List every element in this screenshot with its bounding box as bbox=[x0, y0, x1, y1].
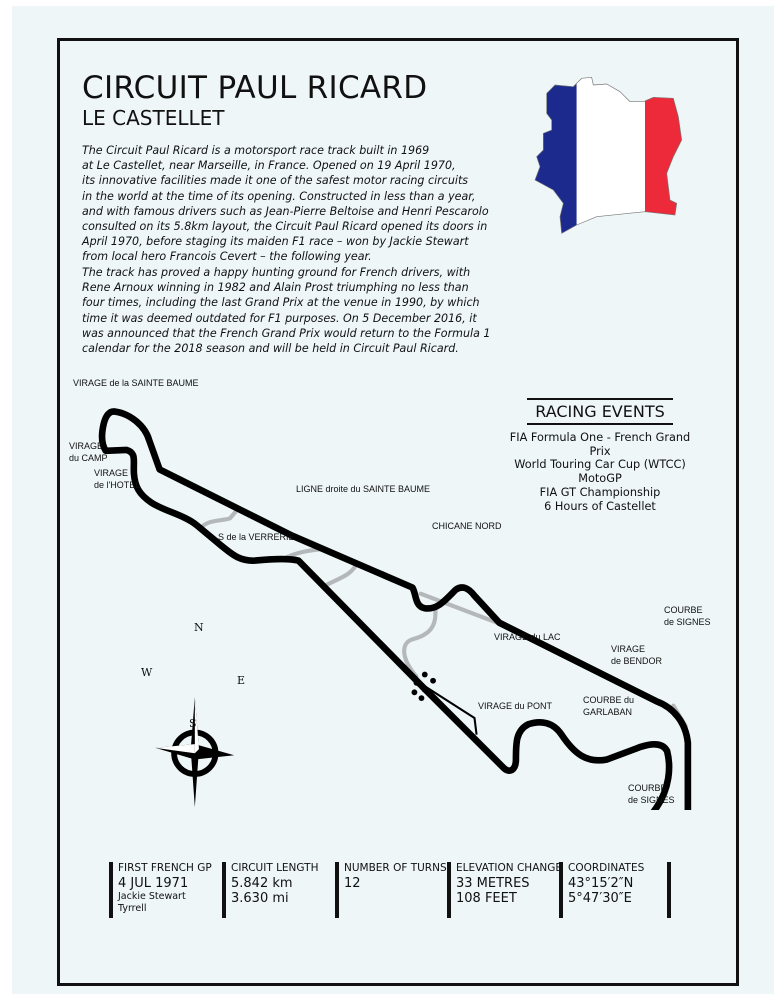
corner-label-pont: VIRAGE du PONT bbox=[478, 701, 553, 711]
stat-heading: ELEVATION CHANGE bbox=[456, 862, 562, 874]
racing-event-item: MotoGP bbox=[578, 472, 622, 486]
compass-rose-icon bbox=[155, 697, 235, 808]
racing-event-item: FIA GT Championship bbox=[539, 485, 661, 499]
flag-red-stripe bbox=[645, 77, 682, 234]
compass-north-label: N bbox=[194, 621, 204, 634]
stat-heading: NUMBER OF TURNS bbox=[344, 862, 447, 874]
corner-label-line: de SIGNES bbox=[628, 794, 675, 805]
stats-end-divider bbox=[667, 862, 671, 918]
corner-label-line: du CAMP bbox=[69, 452, 108, 463]
stat-elevation-change: ELEVATION CHANGE 33 METRES 108 FEET bbox=[447, 862, 562, 918]
poster-frame bbox=[57, 38, 739, 986]
corner-label-line: VIRAGE bbox=[69, 441, 104, 451]
corner-label-line: de BENDOR bbox=[611, 655, 663, 666]
corner-label-line: VIRAGE bbox=[611, 644, 646, 654]
circuit-track bbox=[98, 408, 692, 810]
racing-event-item: FIA Formula One - French Grand Prix bbox=[509, 431, 691, 458]
stat-circuit-length: CIRCUIT LENGTH 5.842 km 3.630 mi bbox=[222, 862, 318, 918]
flag-white-stripe bbox=[576, 77, 645, 234]
checkered-flag-icon bbox=[411, 671, 436, 702]
racing-event-item: 6 Hours of Castellet bbox=[544, 499, 656, 513]
corner-label-sainte-baume: VIRAGE de la SAINTE BAUME bbox=[73, 378, 199, 388]
corner-label-line: VIRAGE bbox=[94, 468, 129, 478]
france-flag-map-icon bbox=[534, 76, 683, 234]
stat-value: 108 FEET bbox=[456, 891, 517, 906]
corner-label-line: de l'HOTEL bbox=[94, 479, 141, 490]
stat-value: 4 JUL 1971 bbox=[118, 876, 189, 891]
flag-blue-stripe bbox=[535, 77, 577, 234]
stat-value: 12 bbox=[344, 876, 361, 891]
corner-label-line: GARLABAN bbox=[583, 706, 633, 717]
pit-lane bbox=[422, 684, 478, 735]
page-subtitle: LE CASTELLET bbox=[82, 106, 225, 130]
stat-heading: COORDINATES bbox=[568, 862, 645, 874]
corner-label-lac: VIRAGE du LAC bbox=[494, 632, 561, 642]
description-paragraph-1: The Circuit Paul Ricard is a motorsport … bbox=[82, 144, 489, 264]
stat-value: 5.842 km bbox=[231, 876, 293, 891]
corner-label-line: COURBE du bbox=[583, 695, 635, 705]
description-paragraph-2: The track has proved a happy hunting gro… bbox=[82, 266, 491, 356]
stat-value: 5°47′30″E bbox=[568, 891, 632, 906]
corner-label-line: COURBE bbox=[628, 783, 667, 793]
corner-label-line: COURBE bbox=[664, 605, 703, 615]
compass-south-label: S bbox=[189, 717, 197, 730]
corner-label-chicane-nord: CHICANE NORD bbox=[432, 521, 502, 531]
stat-coordinates: COORDINATES 43°15′2″N 5°47′30″E bbox=[559, 862, 644, 918]
corner-label-line: de SIGNES bbox=[664, 616, 711, 627]
stat-value: 3.630 mi bbox=[231, 891, 289, 906]
stat-detail: Jackie Stewart bbox=[118, 891, 186, 902]
stat-first-french-gp: FIRST FRENCH GP 4 JUL 1971 Jackie Stewar… bbox=[109, 862, 212, 918]
racing-event-item: World Touring Car Cup (WTCC) bbox=[514, 458, 686, 472]
stat-number-of-turns: NUMBER OF TURNS 12 bbox=[335, 862, 447, 918]
corner-label-ligne-droite: LIGNE droite du SAINTE BAUME bbox=[296, 484, 431, 494]
racing-events-title: RACING EVENTS bbox=[527, 398, 673, 425]
circuit-map bbox=[98, 408, 692, 810]
compass-west-label: W bbox=[141, 666, 153, 679]
compass-east-label: E bbox=[237, 674, 246, 687]
stat-heading: FIRST FRENCH GP bbox=[118, 862, 212, 874]
stat-value: 43°15′2″N bbox=[568, 876, 634, 891]
page-title: CIRCUIT PAUL RICARD bbox=[82, 70, 428, 106]
stat-value: 33 METRES bbox=[456, 876, 530, 891]
stat-heading: CIRCUIT LENGTH bbox=[231, 862, 319, 874]
racing-events: RACING EVENTS FIA Formula One - French G… bbox=[500, 398, 700, 513]
stat-detail: Tyrrell bbox=[118, 903, 147, 914]
corner-label-verrerie: S de la VERRERIE bbox=[218, 532, 295, 542]
